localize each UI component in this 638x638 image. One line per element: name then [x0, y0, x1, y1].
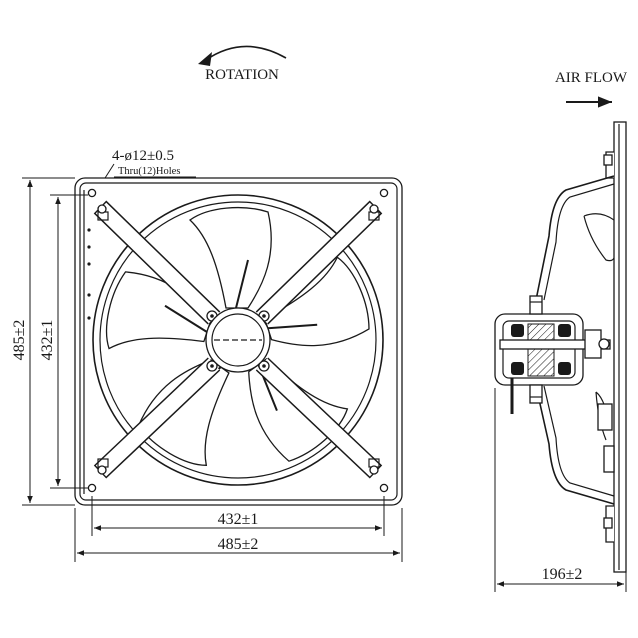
mounting-holes — [87, 188, 389, 493]
blade-stem — [235, 259, 249, 309]
motor-top-bolt — [529, 295, 543, 315]
dim-front-outer-width: 485±2 — [74, 508, 403, 562]
hub-bolt-center — [262, 314, 266, 318]
side-view — [494, 121, 627, 573]
dim-text: 485±2 — [11, 320, 28, 361]
brace-fill — [256, 358, 381, 477]
motor-coil — [511, 362, 524, 375]
dim-side-depth: 196±2 — [494, 388, 627, 592]
side-lower-clamp — [603, 445, 615, 473]
air-flow-indicator: AIR FLOW — [555, 70, 628, 108]
hub-bolt-center — [210, 314, 214, 318]
side-blade-block — [597, 403, 613, 431]
front-view — [74, 177, 403, 506]
edge-hole — [87, 316, 91, 320]
mounting-hole — [379, 483, 389, 493]
mounting-hole — [87, 483, 97, 493]
rotation-arrow-head — [198, 52, 212, 66]
side-top-bolt — [603, 154, 613, 166]
rotation-label: ROTATION — [205, 67, 279, 83]
bolt — [369, 465, 379, 475]
brace-fill — [256, 202, 381, 324]
motor-coil — [558, 324, 571, 337]
rotation-indicator: ROTATION — [198, 45, 287, 83]
edge-holes — [87, 228, 91, 320]
air-flow-label: AIR FLOW — [555, 70, 628, 86]
holes-spec: 4-ø12±0.5 — [112, 148, 174, 164]
dim-front-outer-height: 485±2 — [11, 177, 75, 506]
impeller-hub-nut — [598, 338, 610, 350]
side-frame-plate — [613, 121, 627, 573]
motor-core — [527, 323, 555, 377]
bolt — [97, 465, 107, 475]
dim-text: 196±2 — [542, 566, 583, 583]
bolt — [369, 204, 379, 214]
mounting-hole — [87, 188, 97, 198]
fan-blade — [188, 206, 272, 309]
motor-coil — [511, 324, 524, 337]
edge-hole — [87, 262, 91, 266]
housing-bottom-outer — [535, 385, 615, 505]
bolt — [97, 204, 107, 214]
edge-hole — [87, 293, 91, 297]
side-blade-top — [583, 213, 615, 262]
dim-front-inner-height: 432±1 — [39, 194, 88, 489]
fan-blade — [263, 256, 370, 347]
holes-thru: Thru(12)Holes — [118, 166, 180, 177]
brace-fill — [95, 358, 220, 477]
motor-coil — [558, 362, 571, 375]
dim-front-inner-width: 432±1 — [91, 496, 385, 536]
edge-hole — [87, 228, 91, 232]
housing-top-inner — [543, 183, 615, 301]
venturi-ring-inner — [99, 201, 377, 479]
fan-blade — [137, 359, 230, 466]
dim-text: 485±2 — [218, 536, 259, 553]
motor-bottom-bolt — [529, 384, 543, 404]
housing-top-outer — [535, 175, 615, 301]
cross-braces — [93, 200, 383, 479]
dim-text: 432±1 — [39, 320, 56, 361]
hub-bolt-center — [210, 364, 214, 368]
hub-inner — [211, 313, 265, 367]
hub-bolt-center — [262, 364, 266, 368]
brace-fill — [95, 202, 220, 324]
brace-bolts — [97, 204, 379, 475]
edge-hole — [87, 245, 91, 249]
side-bottom-bolt — [603, 517, 613, 529]
dim-text: 432±1 — [218, 511, 259, 528]
venturi-ring-outer — [92, 194, 384, 486]
frame-inner — [79, 182, 398, 501]
blade-stem — [164, 304, 208, 333]
rotation-arrow-arc — [205, 45, 287, 61]
mounting-hole — [379, 188, 389, 198]
motor-shaft — [499, 339, 611, 350]
housing-bottom-inner — [543, 385, 615, 497]
blade-stem — [267, 323, 318, 330]
